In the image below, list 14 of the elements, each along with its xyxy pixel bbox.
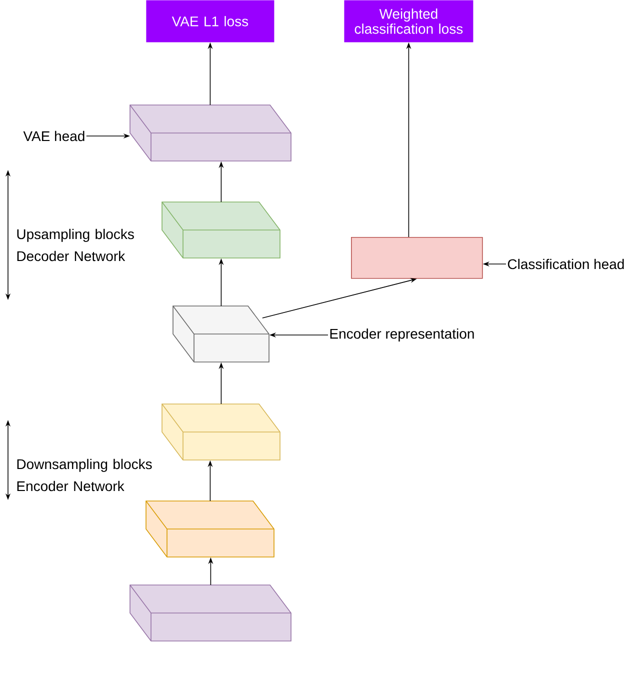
- block-drawing: [162, 404, 280, 460]
- loss-box: VAE L1 loss: [146, 0, 274, 42]
- block-drawing: [130, 104, 292, 162]
- head-box: [351, 237, 483, 279]
- block-drawing: [172, 306, 270, 362]
- annotation-text: Classification head: [508, 258, 624, 270]
- block-drawing: [146, 500, 274, 558]
- annotation-text: VAE head: [23, 130, 84, 142]
- section-label: Upsampling blocks Decoder Network: [17, 228, 134, 262]
- annotation-text: Encoder representation: [330, 328, 474, 342]
- section-label: Downsampling blocks Encoder Network: [17, 458, 152, 492]
- loss-box: Weighted classification loss: [344, 0, 474, 42]
- block-drawing: [162, 202, 280, 258]
- block-drawing: [130, 584, 292, 642]
